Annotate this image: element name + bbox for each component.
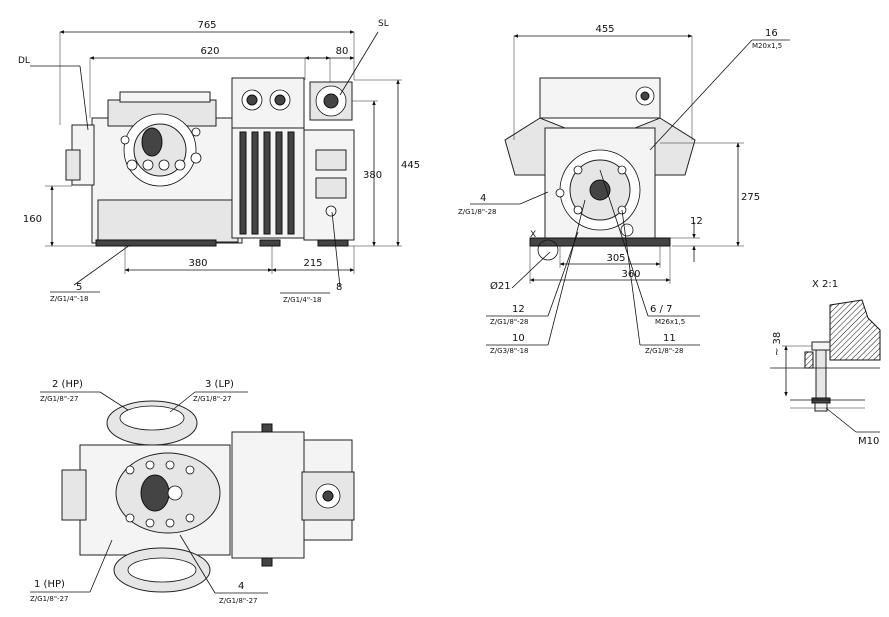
callout-8-spec: Z/G1/4"-18	[283, 296, 322, 304]
callout-2-hp-spec: Z/G1/8"-27	[40, 395, 79, 403]
callout-1-hp-spec: Z/G1/8"-27	[30, 595, 69, 603]
side-view: 765 620 80 445 380 160 380	[18, 19, 420, 304]
side-view-dimensions: 765 620 80 445 380 160 380	[23, 20, 420, 274]
label-dl: DL	[18, 56, 30, 66]
callout-11-num: 11	[663, 333, 676, 344]
dim-front-height: 275	[741, 192, 760, 203]
dim-mount-length: 620	[200, 46, 219, 57]
callout-12-spec: Z/G1/8"-28	[490, 318, 529, 326]
dim-overall-length: 765	[197, 20, 216, 31]
callout-1-hp-num: 1 (HP)	[34, 579, 65, 590]
detail-height: ~ 38	[772, 332, 783, 356]
callout-10-spec: Z/G3/8"-18	[490, 347, 529, 355]
callout-10-num: 10	[512, 333, 525, 344]
section-mark-x: X	[530, 230, 536, 240]
callout-2-hp-num: 2 (HP)	[52, 379, 83, 390]
detail-bolt: M10	[858, 436, 879, 447]
front-view: 455 275 12 305 360 X Ø21 16 M20x1,5	[458, 24, 790, 355]
callout-4-front-spec: Z/G1/8"-28	[458, 208, 497, 216]
dim-front-width: 455	[595, 24, 614, 35]
callout-11-spec: Z/G1/8"-28	[645, 347, 684, 355]
top-view-body	[61, 400, 355, 593]
dim-hole-dia: Ø21	[490, 280, 511, 292]
front-view-body	[504, 77, 696, 247]
callout-5-num: 5	[76, 282, 82, 293]
dim-foot-spacing: 380	[188, 258, 207, 269]
callout-6-7-spec: M26x1,5	[655, 318, 685, 326]
callout-16-spec: M20x1,5	[752, 42, 782, 50]
dim-foot-offset: 215	[303, 258, 322, 269]
top-view: 2 (HP) Z/G1/8"-27 3 (LP) Z/G1/8"-27 1 (H…	[30, 379, 355, 605]
callout-16-num: 16	[765, 28, 778, 39]
dim-hole-spacing: 305	[606, 253, 625, 264]
detail-x: X 2:1 ~ 38 M10	[770, 279, 881, 447]
callout-6-7-num: 6 / 7	[650, 304, 672, 315]
dim-sl-width: 80	[336, 46, 349, 57]
callout-5-spec: Z/G1/4"-18	[50, 295, 89, 303]
detail-title: X 2:1	[812, 279, 838, 290]
dim-height: 445	[401, 160, 420, 171]
callout-4-front-num: 4	[480, 193, 486, 204]
dim-foot-thickness: 12	[690, 216, 703, 227]
callout-3-lp-num: 3 (LP)	[205, 379, 234, 390]
dim-height-to-sl: 380	[363, 170, 382, 181]
callout-3-lp-spec: Z/G1/8"-27	[193, 395, 232, 403]
callout-4-top-num: 4	[238, 581, 244, 592]
callout-12-num: 12	[512, 304, 525, 315]
callout-4-top-spec: Z/G1/8"-27	[219, 597, 258, 605]
dim-dl-height: 160	[23, 214, 42, 225]
callout-8-num: 8	[336, 282, 342, 293]
label-sl: SL	[378, 19, 389, 29]
side-view-body	[65, 77, 355, 247]
